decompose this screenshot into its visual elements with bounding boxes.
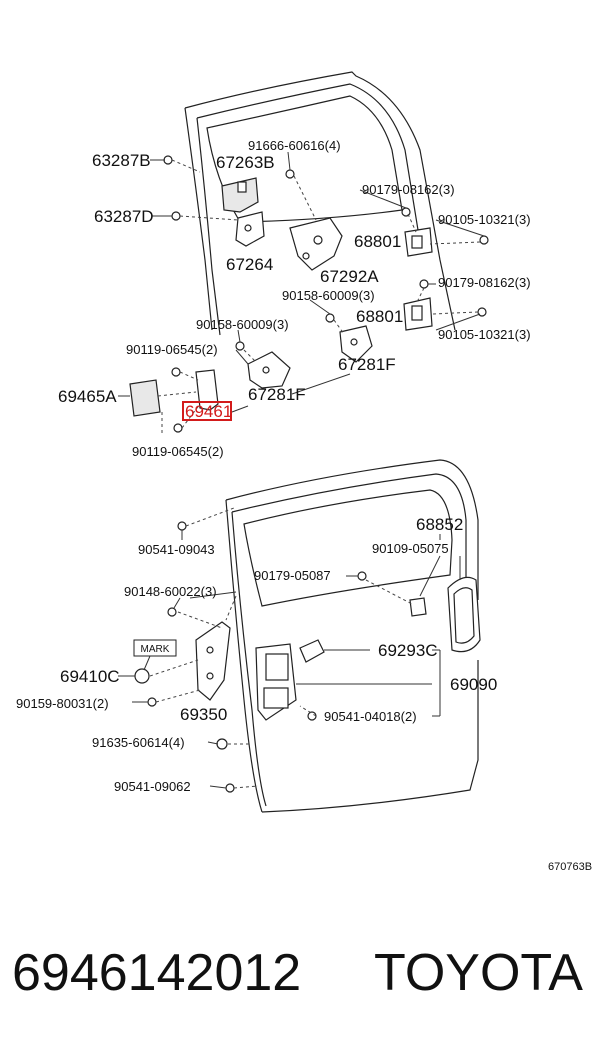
label-67264: 67264 bbox=[226, 255, 273, 274]
part-69410C-shape bbox=[134, 668, 150, 684]
label-90109-05075: 90109-05075 bbox=[372, 541, 449, 556]
lower-door-outline bbox=[225, 459, 479, 813]
label-90159-80031: 90159-80031(2) bbox=[16, 696, 109, 711]
highlighted-part-69461: 69461 bbox=[182, 401, 232, 421]
part-67263B-shape bbox=[221, 177, 259, 213]
label-63287D: 63287D bbox=[94, 207, 154, 226]
part-68801-upper-shape bbox=[404, 227, 433, 257]
label-68801-upper: 68801 bbox=[354, 232, 401, 251]
label-90105-10321-b: 90105-10321(3) bbox=[438, 327, 531, 342]
part-67281F-lower-shape bbox=[247, 351, 291, 389]
part-69465A-shape bbox=[129, 379, 161, 417]
label-68801-lower: 68801 bbox=[356, 307, 403, 326]
label-69465A: 69465A bbox=[58, 387, 117, 406]
footer-brand: TOYOTA bbox=[374, 944, 583, 1002]
footer: 6946142012 TOYOTA bbox=[12, 944, 583, 1002]
part-68801-lower-shape bbox=[403, 297, 433, 331]
label-67281F-upper: 67281F bbox=[338, 355, 396, 374]
label-90179-08162-b: 90179-08162(3) bbox=[438, 275, 531, 290]
upper-bolts bbox=[163, 155, 489, 433]
footer-part-number: 6946142012 bbox=[12, 944, 301, 1002]
label-90119-06545-b: 90119-06545(2) bbox=[132, 444, 224, 459]
label-69090: 69090 bbox=[450, 675, 497, 694]
part-69293C-shape bbox=[299, 639, 325, 663]
part-67264-shape bbox=[235, 211, 265, 247]
label-67292A: 67292A bbox=[320, 267, 379, 286]
mark-label: MARK bbox=[141, 644, 170, 655]
part-69350-shape bbox=[195, 621, 231, 701]
part-69090-shape bbox=[255, 643, 297, 721]
label-90179-08162-a: 90179-08162(3) bbox=[362, 182, 455, 197]
lower-leader-lines bbox=[118, 507, 461, 789]
part-labels: 63287B 63287D 67263B 91666-60616(4) 9017… bbox=[16, 138, 592, 873]
label-90179-05087: 90179-05087 bbox=[254, 568, 331, 583]
label-90541-04018: 90541-04018(2) bbox=[324, 709, 417, 724]
label-67281F-lower: 67281F bbox=[248, 385, 306, 404]
label-90158-60009-b: 90158-60009(3) bbox=[196, 317, 289, 332]
part-67292A-shape bbox=[289, 217, 343, 271]
label-91666-60616: 91666-60616(4) bbox=[248, 138, 341, 153]
label-69410C: 69410C bbox=[60, 667, 120, 686]
diagram-code: 670763B bbox=[548, 861, 592, 873]
upper-leader-lines bbox=[118, 151, 485, 436]
label-90541-09043: 90541-09043 bbox=[138, 542, 215, 557]
label-69461: 69461 bbox=[185, 402, 232, 421]
label-90119-06545-a: 90119-06545(2) bbox=[126, 342, 218, 357]
part-67281F-upper-shape bbox=[339, 325, 373, 363]
label-68852: 68852 bbox=[416, 515, 463, 534]
label-67263B: 67263B bbox=[216, 153, 275, 172]
label-90541-09062: 90541-09062 bbox=[114, 779, 191, 794]
label-69350: 69350 bbox=[180, 705, 227, 724]
label-63287B: 63287B bbox=[92, 151, 151, 170]
mark-callout: MARK bbox=[133, 639, 177, 671]
label-90105-10321-a: 90105-10321(3) bbox=[438, 212, 531, 227]
label-90148-60022: 90148-60022(3) bbox=[124, 584, 217, 599]
label-69293C: 69293C bbox=[378, 641, 438, 660]
part-68852-bracket bbox=[409, 597, 427, 617]
label-91635-60614: 91635-60614(4) bbox=[92, 735, 185, 750]
label-90158-60009-a: 90158-60009(3) bbox=[282, 288, 375, 303]
part-68852-shape bbox=[447, 576, 481, 653]
